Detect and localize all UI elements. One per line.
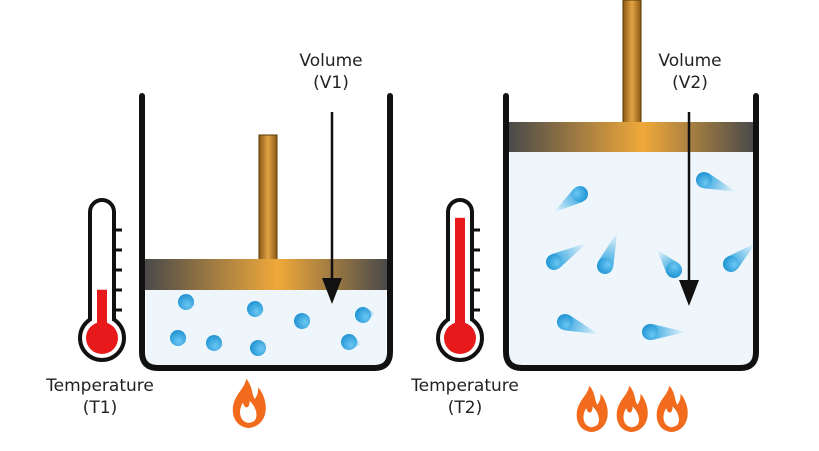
right-molecule-dot [642, 324, 658, 340]
left-flame-icon [232, 378, 266, 428]
left-piston [145, 259, 387, 290]
left-molecule-dot [341, 334, 357, 350]
left-volume-word: Volume [299, 51, 363, 71]
left-volume-arrowhead [322, 278, 342, 304]
left-molecule-dot [178, 294, 194, 310]
right-piston-rod [622, 0, 642, 125]
left-gas-molecule [206, 335, 224, 352]
left-gas-molecule [341, 334, 361, 351]
right-thermometer-mercury [455, 217, 465, 334]
right-gas-molecule [597, 232, 618, 274]
right-gas-molecule [723, 243, 756, 272]
right-burner-flames [576, 385, 688, 432]
left-thermometer-mercury [97, 289, 107, 334]
right-flame-icon [616, 385, 648, 432]
right-volume-symbol: (V2) [672, 73, 708, 93]
left-molecule-dot [206, 335, 222, 351]
right-setup [436, 0, 759, 432]
right-molecule-dot [546, 254, 562, 270]
left-gas-molecules [170, 294, 375, 356]
right-molecule-dot [557, 314, 573, 330]
right-gas-molecule [696, 172, 736, 192]
right-molecule-trail [598, 232, 618, 267]
right-volume-word: Volume [658, 51, 722, 71]
right-flame-inner [663, 406, 679, 428]
right-gas-molecule [553, 186, 588, 213]
left-gas-molecule [294, 312, 312, 329]
left-molecule-dot [247, 301, 263, 317]
right-molecule-dot [666, 262, 682, 278]
right-flame-inner [583, 406, 599, 428]
left-temperature-label: Temperature (T1) [46, 375, 154, 419]
left-molecule-dot [294, 313, 310, 329]
right-container [503, 93, 759, 371]
right-gas-molecule [546, 243, 587, 270]
right-flame-icon [576, 385, 608, 432]
left-burner-flames [232, 378, 266, 428]
right-molecule-trail [652, 324, 686, 340]
right-temperature-label: Temperature (T2) [411, 375, 519, 419]
right-flame-inner [623, 406, 639, 428]
left-flame-inner [240, 400, 257, 423]
right-molecule-trail [564, 315, 599, 335]
right-volume-label: Volume (V2) [658, 50, 721, 94]
right-temperature-word: Temperature [411, 376, 519, 396]
right-gas-molecule [657, 250, 682, 278]
left-volume-label: Volume (V1) [299, 50, 362, 94]
right-molecule-dot [723, 256, 739, 272]
left-molecule-dot [170, 330, 186, 346]
right-flame-icon [656, 385, 688, 432]
right-temperature-symbol: (T2) [447, 398, 483, 418]
right-gas-molecule [642, 324, 686, 340]
right-volume-arrowhead [679, 280, 699, 306]
left-temperature-word: Temperature [46, 376, 154, 396]
left-gas-molecule [355, 306, 375, 323]
right-molecule-dot [597, 258, 613, 274]
left-setup [78, 93, 393, 428]
right-thermometer [436, 198, 484, 362]
left-gas-molecule [250, 340, 267, 356]
left-piston-rod [258, 134, 278, 262]
right-molecule-dot [572, 186, 588, 202]
right-piston [509, 122, 753, 152]
left-gas-molecule [170, 330, 187, 346]
right-molecule-dot [696, 172, 712, 188]
left-molecule-dot [250, 340, 266, 356]
left-gas-molecule [247, 301, 265, 318]
left-gas-molecule [178, 294, 196, 311]
left-thermometer [78, 198, 126, 362]
left-container [139, 93, 393, 371]
right-gas-molecules [546, 172, 756, 340]
left-volume-symbol: (V1) [313, 73, 349, 93]
left-temperature-symbol: (T1) [82, 398, 118, 418]
right-thermometer-bulb [444, 322, 476, 354]
right-gas-molecule [557, 314, 599, 335]
left-molecule-dot [355, 307, 371, 323]
left-thermometer-bulb [86, 322, 118, 354]
